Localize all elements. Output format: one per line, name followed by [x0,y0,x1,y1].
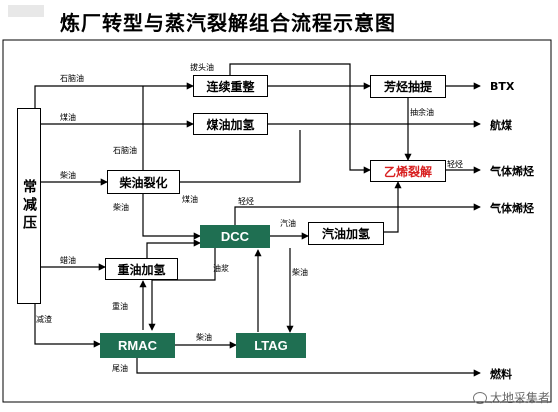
output-gas-olefin-1: 气体烯烃 [490,165,534,178]
stream-diesel-3: 柴油 [292,268,308,277]
continuous-reforming-unit: 连续重整 [193,75,268,97]
heavy-oil-hydro-unit: 重油加氢 [105,258,178,280]
stream-diesel-4: 柴油 [196,333,212,342]
output-btx: BTX [490,80,515,93]
stream-raffinate-top: 拔头油 [190,63,214,72]
stream-tail-oil: 尾油 [112,364,128,373]
dcc-label: DCC [220,229,250,244]
stream-diesel: 柴油 [60,171,76,180]
atmospheric-vacuum-label: 常减压 [21,179,37,233]
stream-gasoline: 汽油 [280,219,296,228]
rmac-label: RMAC [118,338,157,353]
stream-slurry: 油浆 [213,264,229,273]
stream-kerosene-2: 煤油 [182,195,198,204]
gasoline-hydro-label: 汽油加氢 [321,227,370,241]
stream-naphtha-2: 石脑油 [113,146,137,155]
atmospheric-vacuum-unit: 常减压 [17,108,41,304]
watermark: 大地采集者 [472,389,550,406]
diesel-cracking-label: 柴油裂化 [119,175,168,190]
ethylene-cracking-unit: 乙烯裂解 [370,160,446,182]
stream-light-hc-2: 轻烃 [238,197,254,206]
ethylene-cracking-label: 乙烯裂解 [383,164,432,179]
decorative-header-block [8,5,44,17]
ltag-label: LTAG [254,338,288,353]
stream-heavy-oil: 重油 [112,302,128,311]
output-fuel: 燃料 [490,368,512,381]
continuous-reforming-label: 连续重整 [206,79,255,94]
stream-diesel-2: 柴油 [113,203,129,212]
stream-naphtha: 石脑油 [60,74,84,83]
stream-light-hc-1: 轻烃 [447,160,463,169]
stream-wax-oil: 蜡油 [60,256,76,265]
page-title: 炼厂转型与蒸汽裂解组合流程示意图 [60,11,396,35]
output-jet-fuel: 航煤 [490,119,512,132]
wechat-icon [472,391,487,404]
kerosene-hydro-unit: 煤油加氢 [193,113,268,135]
output-gas-olefin-2: 气体烯烃 [490,202,534,215]
rmac-unit: RMAC [100,333,175,358]
stream-kerosene: 煤油 [60,113,76,122]
dcc-unit: DCC [200,225,270,248]
gasoline-hydro-unit: 汽油加氢 [308,222,384,245]
aromatic-extraction-unit: 芳烃抽提 [370,75,446,98]
stream-raffinate: 抽余油 [410,108,434,117]
kerosene-hydro-label: 煤油加氢 [206,117,255,132]
aromatic-extraction-label: 芳烃抽提 [383,80,432,94]
ltag-unit: LTAG [236,333,306,358]
diesel-cracking-unit: 柴油裂化 [107,170,180,194]
heavy-oil-hydro-label: 重油加氢 [117,262,166,277]
stream-residue: 减渣 [36,315,52,324]
watermark-text: 大地采集者 [489,391,550,405]
